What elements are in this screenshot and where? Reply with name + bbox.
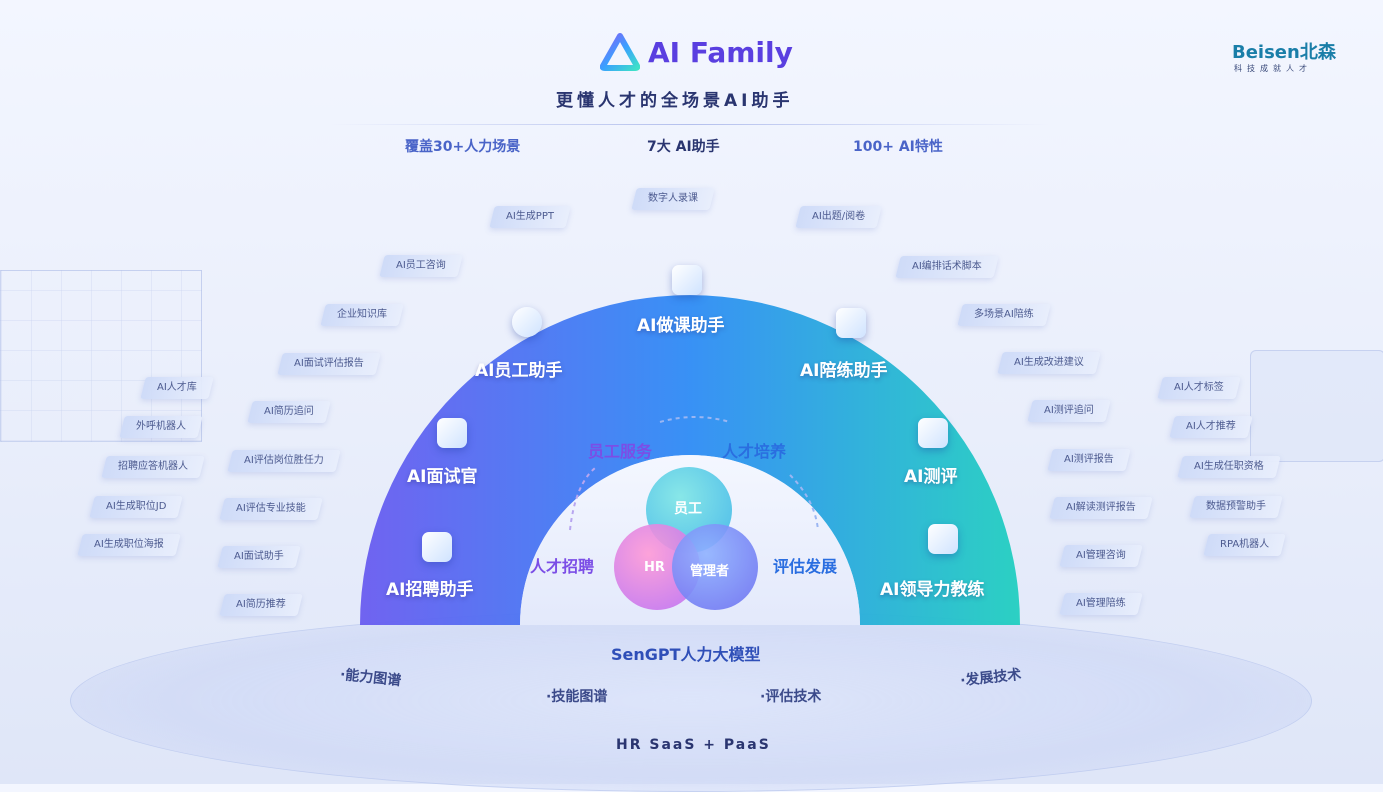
- leadership-coach-icon: [928, 524, 958, 554]
- feature-tag: AI人才库: [140, 377, 214, 399]
- feature-tag: AI生成改进建议: [997, 352, 1101, 374]
- feature-tag: AI解读测评报告: [1049, 497, 1153, 519]
- assessment-icon: [918, 418, 948, 448]
- feature-tag: AI测评报告: [1047, 449, 1131, 471]
- interviewer-icon: [437, 418, 467, 448]
- coach-assistant-icon: [836, 308, 866, 338]
- feature-tag: AI面试助手: [217, 546, 301, 568]
- feature-tag: 数字人录课: [631, 188, 715, 210]
- assistant-practice[interactable]: AI陪练助手: [800, 361, 888, 381]
- feature-tag: AI测评追问: [1027, 400, 1111, 422]
- header-divider: [330, 124, 1050, 125]
- assistant-employee[interactable]: AI员工助手: [475, 361, 563, 381]
- employee-assistant-icon: [512, 307, 542, 337]
- feature-tag: AI编排话术脚本: [895, 256, 999, 278]
- ai-family-logo-icon: [599, 33, 641, 71]
- recruiting-assistant-icon: [422, 532, 452, 562]
- feature-tag: AI人才推荐: [1169, 416, 1253, 438]
- assistant-recruiting[interactable]: AI招聘助手: [386, 580, 474, 600]
- circle-manager: [672, 524, 758, 610]
- beisen-tagline: 科技成就人才: [1234, 64, 1312, 73]
- evaluation-label: 评估发展: [773, 557, 838, 576]
- feature-tag: AI面试评估报告: [277, 353, 381, 375]
- feature-tag: AI员工咨询: [379, 255, 463, 277]
- assistant-course[interactable]: AI做课助手: [637, 316, 725, 336]
- brand-logo: [599, 33, 641, 71]
- stat-features: 100+ AI特性: [853, 139, 943, 155]
- feature-tag: 多场景AI陪练: [957, 304, 1051, 326]
- feature-tag: AI出题/阅卷: [795, 206, 882, 228]
- assistant-interviewer[interactable]: AI面试官: [407, 467, 478, 487]
- employee-service-label: 员工服务: [588, 442, 653, 461]
- base-item-assessment-tech: ·评估技术: [760, 689, 822, 705]
- circle-hr-label: HR: [644, 560, 665, 575]
- brand-title: AI Family: [648, 36, 793, 69]
- assistant-assessment[interactable]: AI测评: [904, 467, 958, 487]
- feature-tag: RPA机器人: [1203, 534, 1286, 556]
- feature-tag: 外呼机器人: [119, 416, 203, 438]
- feature-tag: 企业知识库: [320, 304, 404, 326]
- stat-scenes: 覆盖30+人力场景: [405, 139, 521, 155]
- stat-assistants: 7大 AI助手: [647, 139, 720, 155]
- page-subtitle: 更懂人才的全场景AI助手: [556, 91, 794, 111]
- circle-manager-label: 管理者: [690, 564, 730, 579]
- feature-tag: AI生成职位海报: [77, 534, 181, 556]
- recruiting-label: 人才招聘: [530, 557, 595, 576]
- model-label: SenGPT人力大模型: [611, 645, 761, 664]
- feature-tag: AI生成任职资格: [1177, 456, 1281, 478]
- left-chart-decoration: [0, 270, 202, 442]
- course-assistant-icon: [672, 265, 702, 295]
- right-screen-decoration: [1250, 350, 1383, 462]
- circle-employee-label: 员工: [674, 501, 702, 517]
- beisen-logo: Beisen北森: [1232, 42, 1336, 63]
- feature-tag: AI管理咨询: [1059, 545, 1143, 567]
- feature-tag: AI人才标签: [1157, 377, 1241, 399]
- feature-tag: AI生成职位JD: [89, 496, 184, 518]
- feature-tag: AI简历推荐: [219, 594, 303, 616]
- feature-tag: AI生成PPT: [489, 206, 571, 228]
- feature-tag: AI简历追问: [247, 401, 331, 423]
- feature-tag: AI评估专业技能: [219, 498, 323, 520]
- talent-development-label: 人才培养: [722, 442, 787, 461]
- base-item-skill-map: ·技能图谱: [546, 689, 608, 705]
- feature-tag: AI评估岗位胜任力: [227, 450, 341, 472]
- feature-tag: AI管理陪练: [1059, 593, 1143, 615]
- feature-tag: 数据预警助手: [1189, 496, 1283, 518]
- cycle-arrows: [569, 416, 819, 531]
- feature-tag: 招聘应答机器人: [101, 456, 205, 478]
- assistant-leadership[interactable]: AI领导力教练: [880, 580, 985, 600]
- base-platform-ellipse: [70, 610, 1312, 792]
- platform-label: HR SaaS + PaaS: [616, 737, 771, 753]
